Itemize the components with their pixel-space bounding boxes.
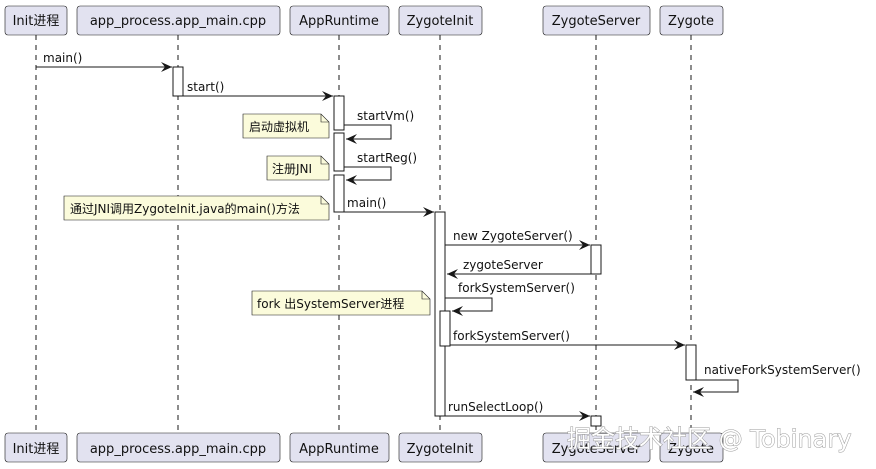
note-text: fork 出SystemServer进程 (257, 296, 404, 311)
participant-init-bottom (4, 432, 68, 463)
participant-appmain-bottom (76, 432, 281, 463)
message-arrow-nativeforksystemserver (693, 379, 739, 397)
message-arrow-forksystemserver-self (445, 297, 493, 316)
message-label: runSelectLoop() (448, 400, 543, 414)
message-label: new ZygoteServer() (453, 229, 573, 243)
participant-label: Init进程 (13, 14, 60, 29)
activation-zygote (685, 344, 697, 381)
participant-zygoteinit-top (398, 5, 483, 36)
message-arrow-startreg (344, 166, 392, 185)
activation-appruntime-2 (333, 132, 345, 172)
participant-label: ZygoteInit (407, 442, 474, 457)
participant-zygoteserver-bottom (542, 432, 651, 463)
activation-zygoteinit-nested (439, 310, 451, 347)
activation-zygoteserver-2 (590, 415, 602, 427)
participant-init-top (4, 5, 68, 36)
message-label: startVm() (357, 109, 414, 123)
note-zygoteinit-main: 通过JNI调用ZygoteInit.java的main()方法 (63, 195, 330, 221)
participant-label: Init进程 (13, 442, 60, 457)
activation-appruntime-1 (333, 95, 345, 131)
message-arrow-startvm (344, 124, 392, 144)
participant-label: app_process.app_main.cpp (90, 442, 266, 457)
message-label: main() (43, 51, 82, 65)
participant-label: Zygote (668, 14, 714, 29)
activation-appruntime-3 (333, 174, 345, 213)
note-text: 通过JNI调用ZygoteInit.java的main()方法 (70, 201, 300, 216)
note-startvm: 启动虚拟机 (242, 113, 330, 139)
message-label: forkSystemServer() (453, 329, 570, 343)
watermark: 掘金技术社区 @ Tobinary (567, 425, 851, 453)
participant-label: AppRuntime (299, 442, 379, 457)
activation-zygoteserver-1 (590, 244, 602, 275)
note-fork-systemserver: fork 出SystemServer进程 (251, 290, 431, 316)
participant-label: Zygote (668, 442, 714, 457)
participant-label: ZygoteServer (552, 442, 641, 457)
participant-appruntime-top (289, 5, 390, 36)
participant-zygote-top (659, 5, 724, 36)
message-label: forkSystemServer() (458, 281, 575, 295)
lifelines (35, 35, 692, 433)
note-text: 启动虚拟机 (249, 120, 309, 134)
participant-appruntime-bottom (289, 432, 390, 463)
participant-label: AppRuntime (299, 14, 379, 29)
message-label: start() (187, 80, 224, 94)
message-label: nativeForkSystemServer() (704, 363, 861, 377)
message-label: zygoteServer (463, 258, 543, 272)
activation-appmain (172, 66, 184, 97)
message-label: startReg() (357, 151, 417, 165)
participant-label: app_process.app_main.cpp (90, 14, 266, 29)
participant-zygote-bottom (659, 432, 724, 463)
note-startreg: 注册JNI (266, 155, 330, 181)
participant-label: ZygoteServer (552, 14, 641, 29)
note-text: 注册JNI (272, 161, 312, 176)
participant-label: ZygoteInit (407, 14, 474, 29)
participant-zygoteserver-top (542, 5, 651, 36)
participant-zygoteinit-bottom (398, 432, 483, 463)
participant-appmain-top (76, 5, 281, 36)
message-label: main() (347, 196, 386, 210)
